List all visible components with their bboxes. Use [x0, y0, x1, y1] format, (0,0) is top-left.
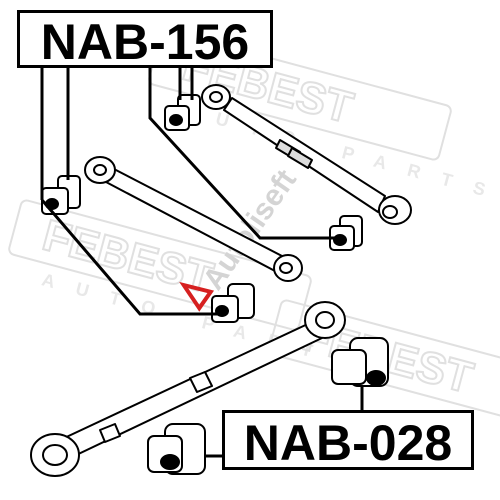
leader-line-156-center: [40, 199, 218, 316]
part-number-label-bottom: NAB-028: [222, 410, 474, 470]
part-number-label-top: NAB-156: [17, 10, 273, 68]
leader-lines: [40, 68, 364, 458]
bushing-right-middle: [329, 215, 363, 251]
upper-control-arm: [201, 84, 412, 225]
site-watermark-logo-icon: [179, 281, 215, 312]
bushing-upper: [164, 94, 201, 131]
bushing-center: [211, 283, 255, 323]
bushing-lower-left: [147, 423, 206, 475]
part-drawings: [30, 84, 412, 477]
middle-control-arm: [84, 156, 303, 282]
lower-lateral-link: [30, 301, 346, 477]
bushing-lower-right: [331, 337, 389, 387]
leader-line-156-upper-a: [148, 68, 338, 240]
bushing-left: [41, 175, 81, 215]
